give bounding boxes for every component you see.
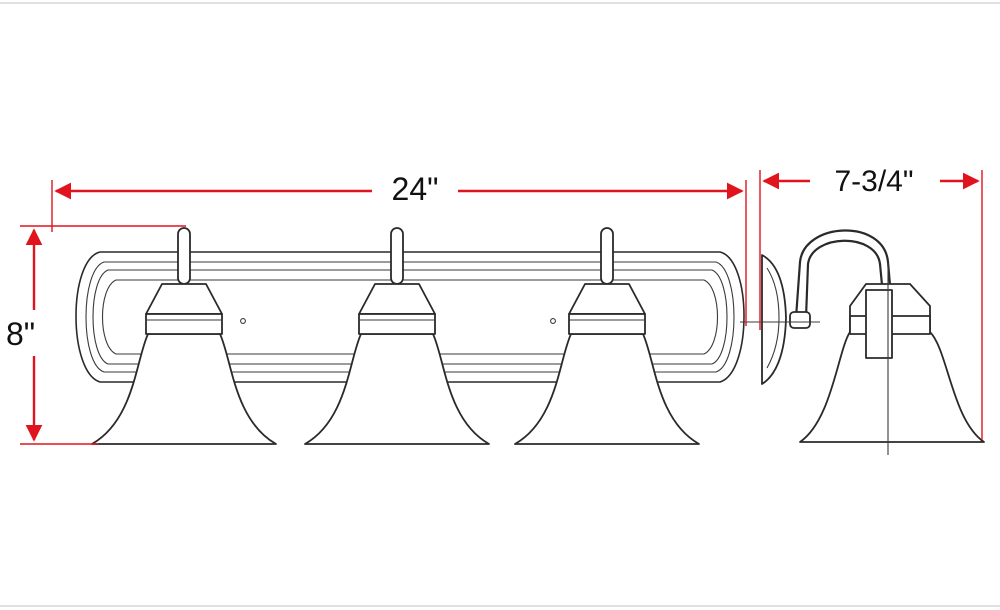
mounting-screw-left — [240, 318, 246, 324]
backplate-bevel-1 — [85, 261, 735, 373]
glass-shade-2 — [304, 283, 490, 445]
dimension-annotations: 24" 8" 7-3/4" — [6, 165, 983, 445]
arm-stems — [177, 227, 614, 285]
side-gooseneck-arm — [794, 229, 892, 320]
side-wall-plate-bevel — [766, 267, 780, 369]
shade-cap — [145, 283, 223, 315]
front-view — [75, 227, 745, 445]
glass-shades — [91, 283, 700, 445]
shade-cap — [568, 283, 646, 315]
shade-cap — [358, 283, 436, 315]
side-view — [740, 229, 985, 455]
mounting-screw-right — [550, 318, 556, 324]
side-wall-plate — [761, 254, 787, 385]
backplate-outline — [75, 251, 745, 383]
shade-collar — [568, 313, 646, 335]
depth-dimension-label: 7-3/4" — [834, 165, 913, 198]
glass-shade-1 — [91, 283, 277, 445]
shade-bell — [304, 333, 490, 445]
shade-collar — [358, 313, 436, 335]
backplate-bevel-3 — [101, 279, 719, 355]
height-dimension-label: 8" — [6, 316, 35, 352]
side-glass-shade — [799, 283, 985, 443]
shade-bell — [91, 333, 277, 445]
side-arm-connector — [789, 311, 811, 329]
width-dimension-label: 24" — [392, 171, 439, 207]
shade-bell — [514, 333, 700, 445]
shade-collar — [145, 313, 223, 335]
glass-shade-3 — [514, 283, 700, 445]
backplate-bevel-2 — [92, 269, 728, 365]
